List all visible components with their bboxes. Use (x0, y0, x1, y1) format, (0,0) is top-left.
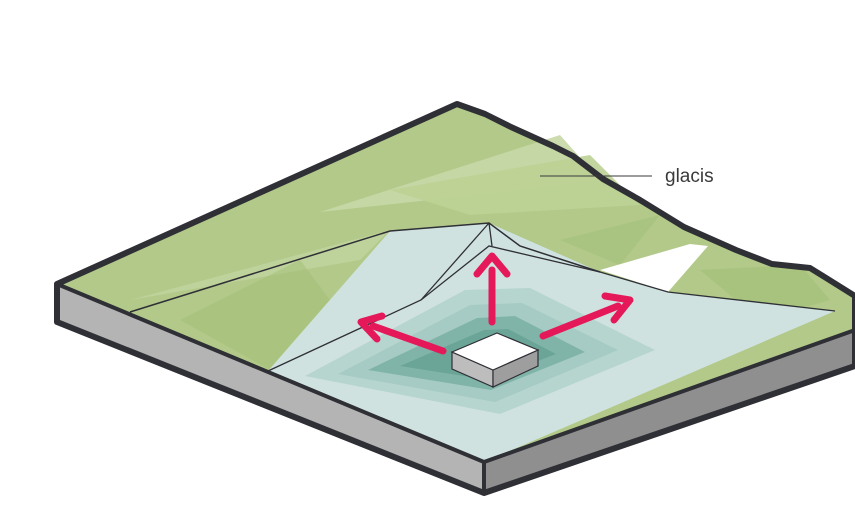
arrow-left (357, 312, 447, 355)
slab-outline (54, 101, 855, 496)
arrow-up (473, 252, 511, 326)
slope-shadow (180, 260, 330, 370)
base-left-side (57, 284, 484, 493)
arrow-right (539, 292, 634, 340)
glacis-label: glacis (665, 166, 714, 187)
block-top (450, 332, 540, 371)
slope-streak (320, 135, 600, 212)
base-right-side (484, 330, 855, 493)
slope-streak (130, 230, 390, 300)
terrain-fold-line (488, 222, 493, 247)
road (600, 244, 708, 292)
terrain-fold-line (420, 222, 490, 301)
slope-streak (390, 155, 640, 215)
slope-shadow (560, 215, 660, 265)
water-edge-line (267, 245, 836, 372)
